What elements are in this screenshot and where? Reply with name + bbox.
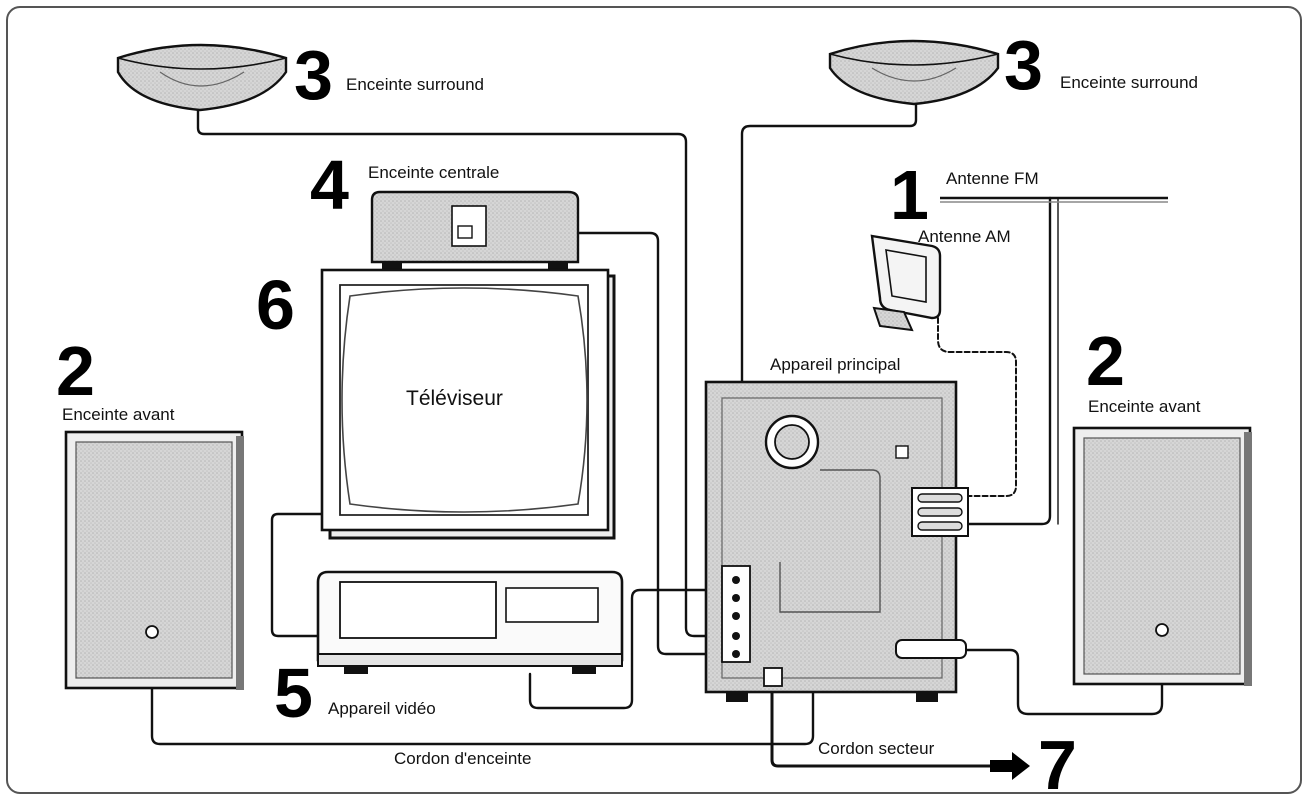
- label-tv: Téléviseur: [406, 387, 503, 410]
- center-cable: [466, 231, 734, 656]
- front-speaker-left: [64, 430, 244, 690]
- front-right-cable: [958, 634, 1164, 716]
- tv-set: [320, 268, 616, 540]
- number-front-left: 2: [56, 332, 95, 410]
- power-cord: [770, 680, 992, 768]
- label-center-speaker: Enceinte centrale: [368, 163, 500, 182]
- number-front-right: 2: [1086, 322, 1125, 400]
- fm-antenna: [940, 196, 1168, 203]
- number-vcr: 5: [274, 654, 313, 732]
- number-power: 7: [1038, 726, 1077, 804]
- surround-left-cable: [196, 106, 732, 638]
- label-front-right: Enceinte avant: [1088, 397, 1201, 416]
- number-antenna: 1: [890, 156, 929, 234]
- main-unit: [704, 380, 969, 702]
- label-front-left: Enceinte avant: [62, 405, 175, 424]
- number-center: 4: [310, 146, 349, 224]
- surround-speaker-right: [828, 39, 1000, 106]
- diagram-frame: [6, 6, 1302, 794]
- number-surround-right: 3: [1004, 26, 1043, 104]
- number-tv: 6: [256, 266, 295, 344]
- center-speaker: [370, 190, 580, 270]
- label-antenna-fm: Antenne FM: [946, 169, 1039, 188]
- number-surround-left: 3: [294, 36, 333, 114]
- vcr: [316, 570, 624, 674]
- arrow-right-icon: [990, 752, 1030, 780]
- label-surround-left: Enceinte surround: [346, 75, 484, 94]
- label-antenna-am: Antenne AM: [918, 227, 1011, 246]
- fm-antenna-cable: [964, 196, 1052, 526]
- am-antenna-cable: [937, 309, 1017, 497]
- tv-vcr-cable: [270, 512, 324, 638]
- label-surround-right: Enceinte surround: [1060, 73, 1198, 92]
- am-antenna: [870, 234, 942, 332]
- label-main-unit: Appareil principal: [770, 355, 901, 374]
- label-speaker-cord: Cordon d'enceinte: [394, 749, 532, 768]
- label-vcr: Appareil vidéo: [328, 699, 436, 718]
- surround-right-cable: [740, 96, 918, 614]
- label-power-cord: Cordon secteur: [818, 739, 935, 758]
- front-speaker-right: [1072, 426, 1252, 686]
- surround-speaker-left: [116, 43, 288, 112]
